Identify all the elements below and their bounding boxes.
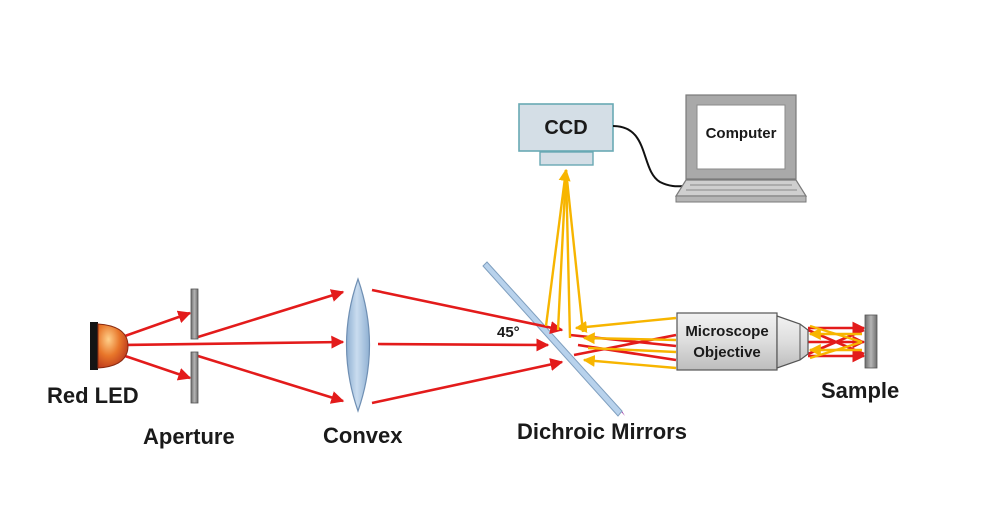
aperture-to-lens-lower-ray [197, 354, 345, 404]
red-led [90, 322, 129, 370]
mirror-to-ccd-ray-1 [544, 168, 571, 327]
mirror-to-ccd-ray-3 [564, 169, 572, 339]
mirror-to-ccd-ray-2 [556, 169, 568, 331]
mirror-to-ccd-ray-4 [564, 169, 585, 333]
mirror-to-objective-red-2 [573, 333, 677, 357]
convex-label: Convex [323, 423, 403, 448]
yellow-beam-paths [544, 168, 863, 370]
objective-to-mirror-yellow-4 [587, 346, 677, 354]
objective-to-mirror-yellow-2 [582, 332, 677, 345]
lens-to-mirror-lower-ray [371, 358, 564, 405]
ccd-computer-cable [612, 125, 687, 188]
computer-label: Computer [706, 125, 777, 142]
dichroic-mirror [482, 261, 625, 417]
dichroic-mirrors-label: Dichroic Mirrors [517, 419, 687, 444]
aperture [190, 288, 199, 404]
objective-to-mirror-yellow-1 [574, 316, 677, 333]
sample-slab [864, 314, 878, 369]
led-to-aperture-upper-ray [124, 310, 192, 338]
led-to-aperture-lower-ray [124, 354, 192, 381]
sample-to-objective-yellow-4 [809, 340, 863, 360]
ccd-label: CCD [544, 117, 587, 139]
led-center-ray [124, 335, 345, 349]
objective-to-mirror-yellow-3 [582, 354, 677, 370]
aperture-to-lens-upper-ray [197, 289, 345, 339]
convex-lens [345, 277, 371, 413]
sample-to-objective-yellow-3 [809, 324, 863, 344]
red-led-label: Red LED [47, 383, 139, 408]
lens-to-mirror-upper-ray [371, 288, 564, 334]
angle-label: 45° [497, 324, 520, 341]
objective-label-line1: Microscope [685, 323, 768, 340]
lens-to-mirror-center-ray [377, 338, 550, 352]
microscope-objective [676, 312, 809, 371]
ccd-camera [518, 103, 614, 166]
aperture-label: Aperture [143, 424, 235, 449]
sample-label: Sample [821, 378, 899, 403]
computer [674, 94, 808, 203]
objective-label-line2: Objective [693, 344, 761, 361]
